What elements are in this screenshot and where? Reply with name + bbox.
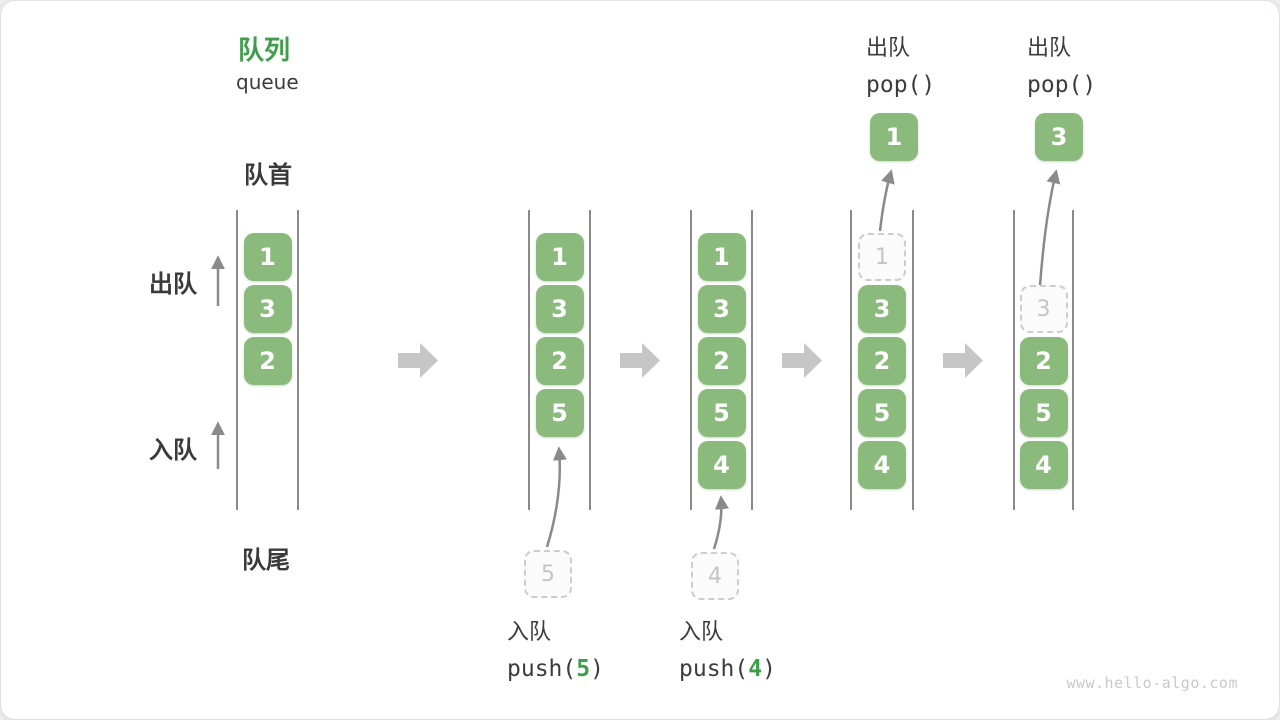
label-enqueue-rail: 入队 [149, 436, 197, 464]
queue-cell: 5 [697, 389, 746, 437]
incoming-cell: 4 [691, 552, 739, 600]
diagram-title-en: queue [236, 70, 299, 94]
label-dequeue-rail: 出队 [149, 270, 197, 298]
push4-code: push(4) [679, 656, 776, 682]
popped-cell: 1 [870, 113, 918, 161]
watermark: www.hello-algo.com [1066, 674, 1238, 692]
push5-arg: 5 [576, 656, 591, 682]
flow-arrow-icon [398, 343, 438, 378]
push4-callout: 入队 push(4) [679, 614, 776, 682]
push5-code: push(5) [507, 656, 604, 682]
queue-cell: 3 [697, 285, 746, 333]
queue-cell-ghost: 3 [1019, 285, 1068, 333]
queue-cell: 3 [535, 285, 584, 333]
flow-arrow-icon [782, 343, 822, 378]
pop1-label: 出队 [866, 36, 911, 61]
queue-cell: 4 [858, 441, 906, 489]
queue-cell: 2 [1019, 337, 1068, 385]
queue-cell: 2 [697, 337, 746, 385]
push4-arg: 4 [748, 656, 763, 682]
pop1-callout: 出队 pop() [866, 30, 935, 98]
popped-cell: 3 [1035, 113, 1083, 161]
pop1-arrow [878, 169, 895, 232]
queue-cell: 5 [1019, 389, 1068, 437]
push4-arrow [712, 495, 729, 550]
diagram-title-zh: 队列 [238, 36, 291, 66]
queue-cell: 3 [858, 285, 906, 333]
flow-arrow-icon [620, 343, 660, 378]
queue-cell: 1 [535, 233, 584, 281]
push5-arrow [545, 446, 567, 548]
push5-callout: 入队 push(5) [507, 614, 604, 682]
queue-cell: 2 [858, 337, 906, 385]
push4-label: 入队 [679, 620, 724, 645]
pop3-arrow [1038, 169, 1061, 287]
queue-cell: 5 [858, 389, 906, 437]
queue-cell: 1 [697, 233, 746, 281]
queue-cell: 5 [535, 389, 584, 437]
queue-channel-lines [236, 210, 1074, 510]
incoming-cell: 5 [524, 550, 572, 598]
queue-cell: 3 [243, 285, 292, 333]
queue-cell: 4 [697, 441, 746, 489]
direction-arrows [211, 169, 1061, 550]
pop1-code: pop() [866, 72, 936, 98]
flow-arrow-icon [943, 343, 983, 378]
queue-cell: 2 [535, 337, 584, 385]
label-queue-rear: 队尾 [242, 546, 290, 574]
queue-cell: 2 [243, 337, 292, 385]
queue-cell: 4 [1019, 441, 1068, 489]
pop2-label: 出队 [1027, 36, 1072, 61]
queue-cell: 1 [243, 233, 292, 281]
queue-cell-ghost: 1 [858, 233, 906, 281]
push5-label: 入队 [507, 620, 552, 645]
pop2-callout: 出队 pop() [1027, 30, 1096, 98]
label-queue-front: 队首 [244, 161, 292, 189]
pop2-code: pop() [1027, 72, 1097, 98]
